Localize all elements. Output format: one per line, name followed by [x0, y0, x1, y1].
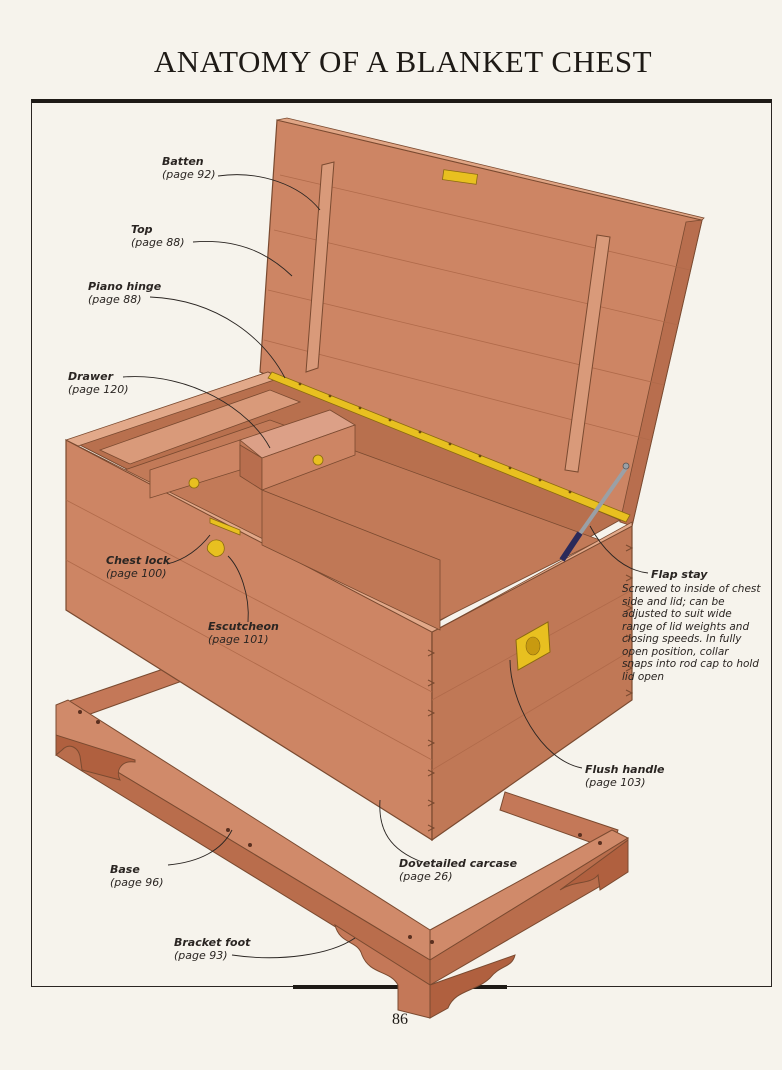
carcase: [64, 371, 634, 842]
callout-chest-lock-name: Chest lock: [106, 554, 171, 567]
callout-escutcheon-ref: (page 101): [208, 633, 269, 646]
callout-piano-hinge: Piano hinge (page 88): [88, 280, 161, 306]
page-title: ANATOMY OF A BLANKET CHEST: [153, 44, 653, 79]
hardware: [206, 371, 631, 671]
base-frame: [55, 664, 630, 1019]
callout-piano-hinge-name: Piano hinge: [88, 280, 162, 293]
callout-dovetailed-carcase: Dovetailed carcase (page 26): [399, 857, 517, 883]
callout-flush-handle: Flush handle (page 103): [585, 763, 665, 789]
callout-bracket-foot-ref: (page 93): [174, 949, 228, 962]
callout-flap-stay: Flap stay: [651, 568, 707, 581]
callout-bracket-foot-name: Bracket foot: [174, 936, 251, 949]
callout-drawer: Drawer (page 120): [68, 370, 129, 396]
callout-drawer-ref: (page 120): [68, 383, 129, 396]
callout-dovetailed-carcase-name: Dovetailed carcase: [399, 857, 518, 870]
callout-base-name: Base: [110, 863, 140, 876]
callout-escutcheon-name: Escutcheon: [208, 620, 279, 633]
callout-flap-stay-name: Flap stay: [651, 568, 708, 581]
callout-bracket-foot: Bracket foot (page 93): [174, 936, 250, 962]
callout-batten: Batten (page 92): [162, 155, 216, 181]
callout-batten-ref: (page 92): [162, 168, 216, 181]
callout-top-ref: (page 88): [131, 236, 185, 249]
callout-batten-name: Batten: [162, 155, 204, 168]
page-number: 86: [392, 1011, 408, 1028]
callout-dovetailed-carcase-ref: (page 26): [399, 870, 453, 883]
callout-flush-handle-name: Flush handle: [585, 763, 665, 776]
leader-lines: [122, 174, 649, 959]
callout-base: Base (page 96): [110, 863, 164, 889]
callout-chest-lock: Chest lock (page 100): [106, 554, 170, 580]
callout-drawer-name: Drawer: [68, 370, 114, 383]
callout-top: Top (page 88): [131, 223, 185, 249]
callout-base-ref: (page 96): [110, 876, 164, 889]
lid: [259, 117, 705, 527]
callout-top-name: Top: [131, 223, 153, 236]
callout-escutcheon: Escutcheon (page 101): [208, 620, 279, 646]
flap-stay-description: Screwed to inside of chest side and lid;…: [622, 583, 761, 683]
callout-piano-hinge-ref: (page 88): [88, 293, 142, 306]
callout-chest-lock-ref: (page 100): [106, 567, 167, 580]
callout-flush-handle-ref: (page 103): [585, 776, 646, 789]
